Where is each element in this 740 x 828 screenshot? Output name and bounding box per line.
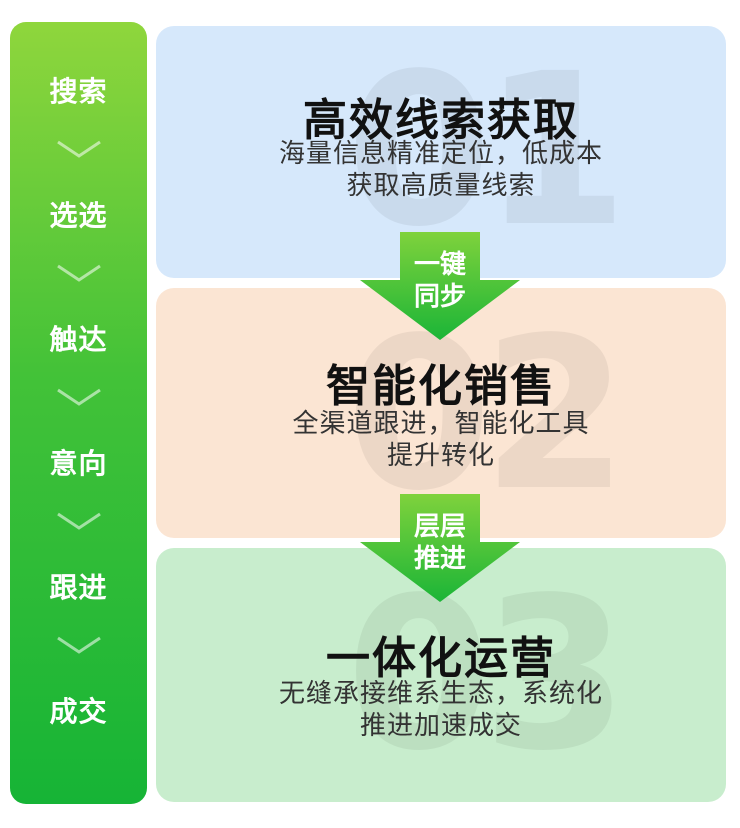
card-title: 智能化销售 bbox=[326, 361, 556, 412]
arrow-label-line1: 层层 bbox=[413, 512, 466, 542]
arrow-down-icon bbox=[360, 494, 520, 602]
card-title: 高效线索获取 bbox=[303, 95, 579, 146]
step-deal: 成交 bbox=[49, 695, 108, 728]
step-follow-up: 跟进 bbox=[49, 571, 108, 604]
card-desc-line2: 获取高质量线索 bbox=[346, 171, 536, 201]
card-number-watermark: 03 bbox=[346, 552, 628, 797]
step-reach: 触达 bbox=[49, 323, 108, 356]
card-title: 一体化运营 bbox=[326, 633, 556, 684]
chevron-down-icon bbox=[57, 388, 101, 406]
card-number-watermark: 02 bbox=[346, 292, 628, 537]
arrow-label-line2: 同步 bbox=[413, 282, 466, 312]
arrow-label-line1: 一键 bbox=[413, 250, 466, 280]
card-desc-line2: 提升转化 bbox=[386, 441, 495, 471]
card-desc-line1: 无缝承接维系生态，系统化 bbox=[278, 679, 603, 709]
step-select: 选选 bbox=[49, 199, 108, 232]
flow-arrow-advance: 层层 推进 bbox=[360, 494, 520, 604]
flow-arrow-sync: 一键 同步 bbox=[360, 232, 520, 342]
card-lead-acquisition: 01 高效线索获取 海量信息精准定位，低成本 获取高质量线索 bbox=[156, 26, 726, 278]
card-integrated-operations: 03 一体化运营 无缝承接维系生态，系统化 推进加速成交 bbox=[156, 548, 726, 802]
chevron-down-icon bbox=[57, 636, 101, 654]
chevron-down-icon bbox=[57, 140, 101, 158]
arrow-down-icon bbox=[360, 232, 520, 340]
process-sidebar: 搜索 选选 触达 意向 跟进 成交 bbox=[10, 22, 147, 804]
card-number-watermark: 01 bbox=[346, 28, 628, 273]
chevron-down-icon bbox=[57, 264, 101, 282]
card-desc-line1: 全渠道跟进，智能化工具 bbox=[292, 409, 590, 439]
arrow-label-line2: 推进 bbox=[413, 544, 466, 574]
step-intent: 意向 bbox=[49, 447, 108, 480]
card-desc-line1: 海量信息精准定位，低成本 bbox=[278, 139, 603, 169]
chevron-down-icon bbox=[57, 512, 101, 530]
step-search: 搜索 bbox=[49, 75, 108, 108]
card-desc-line2: 推进加速成交 bbox=[359, 711, 522, 741]
